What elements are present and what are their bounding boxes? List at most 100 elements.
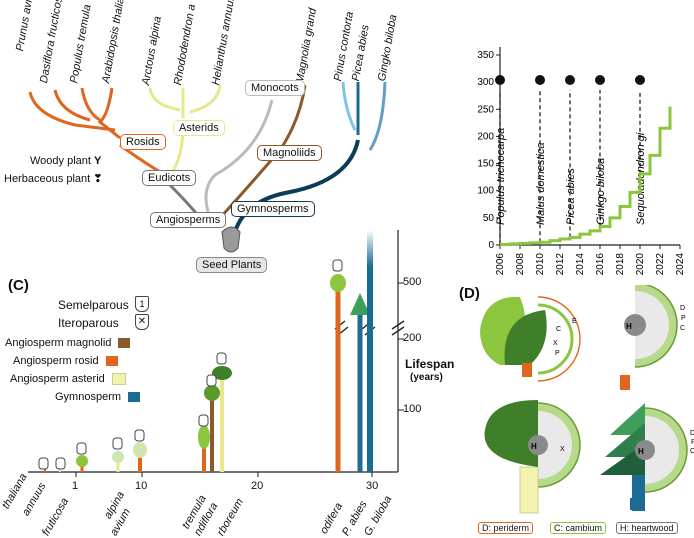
chart-xtick-label: 2020 <box>635 253 646 276</box>
clade-monocots: Monocots <box>245 80 305 96</box>
lifespan-xtick-label-1: 1 <box>72 480 79 492</box>
branch-pinus <box>341 81 357 131</box>
gymno-heartwood <box>635 440 655 460</box>
legend-d-periderm: D: periderm <box>478 522 534 534</box>
rosid-letter-d: D <box>680 305 685 312</box>
chart-xtick-label: 2018 <box>615 253 626 276</box>
plant-fruticosa-crown <box>76 455 88 467</box>
clade-rosids: Rosids <box>120 134 166 150</box>
annotation-label: Ginkgo biloba <box>595 158 607 225</box>
asterid-crown-front <box>484 400 538 467</box>
legend-asterid: Angiosperm asterid <box>10 373 126 386</box>
legend-magnolid-label: Angiosperm magnolid <box>5 337 112 349</box>
semelparous-icon: 1 <box>135 296 149 312</box>
legend-gymnosperm: Gymnosperm <box>55 391 141 403</box>
chart-ytick-label: 250 <box>477 104 494 115</box>
herb-letter-c: C <box>556 326 561 333</box>
branch-asterid-stem <box>168 129 185 176</box>
chart-ytick-label: 100 <box>477 186 494 197</box>
legend-gymnosperm-swatch <box>128 392 141 403</box>
plant-odifera-crown <box>330 274 346 292</box>
clade-seed-plants: Seed Plants <box>196 257 268 273</box>
plant-fruticosa <box>76 455 88 472</box>
chart-xtick-label: 2010 <box>535 253 546 276</box>
parity-icon-grandiflora <box>206 374 217 387</box>
legend-rosid-label: Angiosperm rosid <box>13 355 99 367</box>
chart-xtick-label: 2006 <box>495 253 506 276</box>
asterid-trunk-front <box>519 466 539 514</box>
panel-c-label: (C) <box>8 277 29 294</box>
plant-odifera <box>330 274 346 472</box>
herb-letter-x: X <box>553 340 558 347</box>
herb-section-arc <box>537 296 581 382</box>
plant-avium-crown <box>133 442 147 458</box>
lifespan-xtick-label-20: 20 <box>251 480 264 492</box>
chart-ytick-label: 0 <box>488 240 494 251</box>
plant-tremula <box>198 425 210 472</box>
clade-gymnosperms: Gymnosperms <box>231 201 315 217</box>
annotation-tree-icon <box>635 75 645 85</box>
chart-xtick-label: 2008 <box>515 253 526 276</box>
parity-icons <box>38 259 343 470</box>
herb-leaf-dark <box>504 310 547 365</box>
branch-gingko <box>368 81 387 151</box>
legend-d-cambium: C: cambium <box>550 522 607 534</box>
genome-step-line <box>500 106 672 246</box>
clade-asterids: Asterids <box>173 120 225 136</box>
gymno-letter-h: H <box>638 447 644 456</box>
rosid-heartwood <box>624 314 646 336</box>
plant-alpina-crown <box>112 451 124 463</box>
chart-xtick-label: 2016 <box>595 253 606 276</box>
gymno-crown-3-front <box>600 443 645 475</box>
herb-letter-p: P <box>555 350 560 357</box>
chart-xtick-label: 2012 <box>555 253 566 276</box>
plant-grandiflora <box>204 385 220 472</box>
legend-herbaceous: Herbaceous plant ❣ <box>4 172 103 185</box>
plant-arboreum <box>212 366 232 472</box>
legend-asterid-swatch <box>111 373 126 386</box>
asterid-letter-x: X <box>560 446 565 453</box>
herb-stem-base <box>522 363 532 377</box>
branch-dasiflora <box>53 89 91 122</box>
clade-angiosperms: Angiosperms <box>150 212 227 228</box>
gymno-crown-2-front <box>605 423 645 457</box>
parity-icon-odifera <box>332 259 343 272</box>
seed-plants-seed-icon <box>221 226 241 253</box>
rosid-letter-h: H <box>626 322 632 331</box>
legend-woody-label: Woody plant <box>30 155 91 167</box>
plant-grandiflora-crown <box>204 385 220 401</box>
parity-icon-alpina <box>112 437 123 450</box>
legend-semelparous: Semelparous <box>58 298 129 312</box>
legend-woody: Woody plant Υ <box>30 155 101 167</box>
parity-icon-tremula <box>198 414 209 427</box>
legend-magnolid: Angiosperm magnolid <box>5 337 131 349</box>
rosid-letter-p: P <box>681 315 686 322</box>
parity-icon-annuus <box>55 457 66 470</box>
chart-ytick-label: 50 <box>483 213 495 224</box>
herb-section-inner <box>537 303 574 375</box>
annotation-tree-icon <box>495 75 505 85</box>
chart-ytick-label: 300 <box>477 77 494 88</box>
gymno-crown-1-front <box>610 403 645 435</box>
annotation-tree-icon <box>595 75 605 85</box>
gymno-letter-p: P <box>691 439 694 446</box>
plant-tremula-crown <box>198 425 210 449</box>
branch-monocot <box>204 99 274 219</box>
gymno-trunk-front <box>632 475 645 511</box>
tree-icon: Υ <box>94 155 102 167</box>
annotation-label: Picea abies <box>565 168 577 225</box>
parity-icon-arabidopsis <box>38 457 49 470</box>
lifespan-ytick-label-500: 500 <box>403 276 422 288</box>
plant-arboreum-crown <box>212 366 232 380</box>
plant-p-abies-crown <box>350 293 370 315</box>
legend-rosid: Angiosperm rosid <box>13 355 118 367</box>
branch-arabidopsis <box>97 87 121 140</box>
lifespan-xtick-label-10: 10 <box>135 480 148 492</box>
legend-herbaceous-label: Herbaceous plant <box>4 173 91 185</box>
plant-avium <box>133 442 147 472</box>
parity-icon-arboreum <box>216 352 227 365</box>
chart-ytick-label: 350 <box>477 50 494 61</box>
legend-rosid-swatch <box>105 356 118 367</box>
branch-helianthus <box>189 84 222 114</box>
branch-arctous <box>148 87 181 112</box>
